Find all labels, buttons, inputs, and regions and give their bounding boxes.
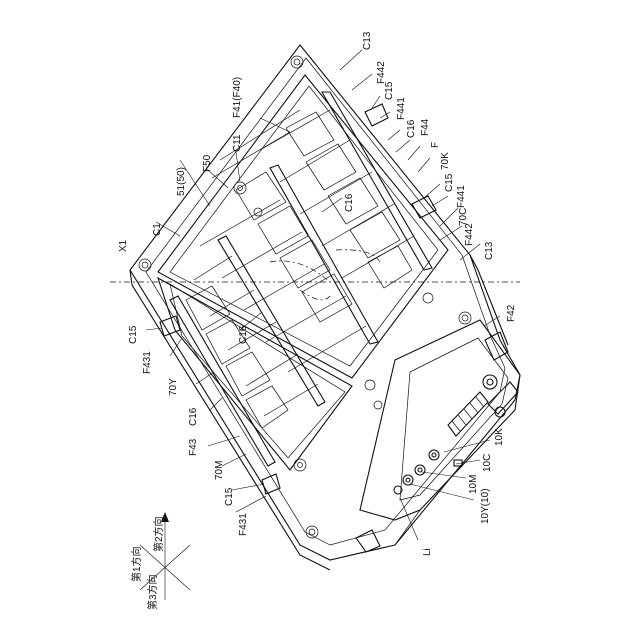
label-f43: F43 bbox=[188, 438, 199, 456]
label-10k: 10K bbox=[494, 428, 505, 446]
label-c15-mid: C15 bbox=[444, 173, 455, 192]
label-c13-top: C13 bbox=[362, 31, 373, 50]
label-c16-inner: C16 bbox=[344, 193, 355, 212]
label-f441-top: F441 bbox=[396, 97, 407, 120]
label-f431-bottom: F431 bbox=[238, 513, 249, 536]
label-c16-left: C16 bbox=[238, 325, 249, 344]
label-f442-mid: F442 bbox=[464, 223, 475, 246]
label-70m: 70M bbox=[214, 461, 225, 480]
label-10m: 10M bbox=[468, 475, 479, 494]
label-dir1: 第1方向 bbox=[130, 546, 143, 582]
label-f: F bbox=[430, 142, 441, 148]
label-dir2: 第2方向 bbox=[152, 516, 165, 552]
label-c16-top: C16 bbox=[406, 119, 417, 138]
label-f50: F50 bbox=[202, 154, 213, 172]
label-f42: F42 bbox=[506, 304, 517, 322]
label-c15-left: C15 bbox=[128, 325, 139, 344]
label-dir3: 第3方向 bbox=[146, 574, 159, 610]
label-li: Li bbox=[422, 548, 433, 556]
label-f431-top: F431 bbox=[142, 351, 153, 374]
label-c15-bottom: C15 bbox=[224, 487, 235, 506]
label-10c: 10C bbox=[482, 454, 493, 472]
label-51-50: 51(50) bbox=[176, 167, 187, 196]
label-f44: F44 bbox=[420, 118, 431, 136]
reference-labels: C13 F442 C15 F441 F41(F40) C16 F44 F 70K… bbox=[118, 31, 517, 556]
label-70y: 70Y bbox=[168, 378, 179, 396]
label-c11: C11 bbox=[232, 134, 243, 152]
label-c13-mid: C13 bbox=[484, 241, 495, 260]
label-70k: 70K bbox=[440, 152, 451, 170]
label-c16-low: C16 bbox=[188, 407, 199, 426]
label-f442-top: F442 bbox=[376, 61, 387, 84]
direction-indicator: 第2方向 第1方向 第3方向 bbox=[130, 512, 190, 610]
label-x1: X1 bbox=[118, 239, 129, 252]
label-f441-mid: F441 bbox=[456, 185, 467, 208]
label-f41: F41(F40) bbox=[232, 77, 243, 118]
label-10y-10: 10Y(10) bbox=[480, 488, 491, 524]
label-c1: C1 bbox=[152, 223, 163, 236]
label-c15-top: C15 bbox=[384, 81, 395, 100]
cartridge-tray bbox=[130, 45, 520, 570]
